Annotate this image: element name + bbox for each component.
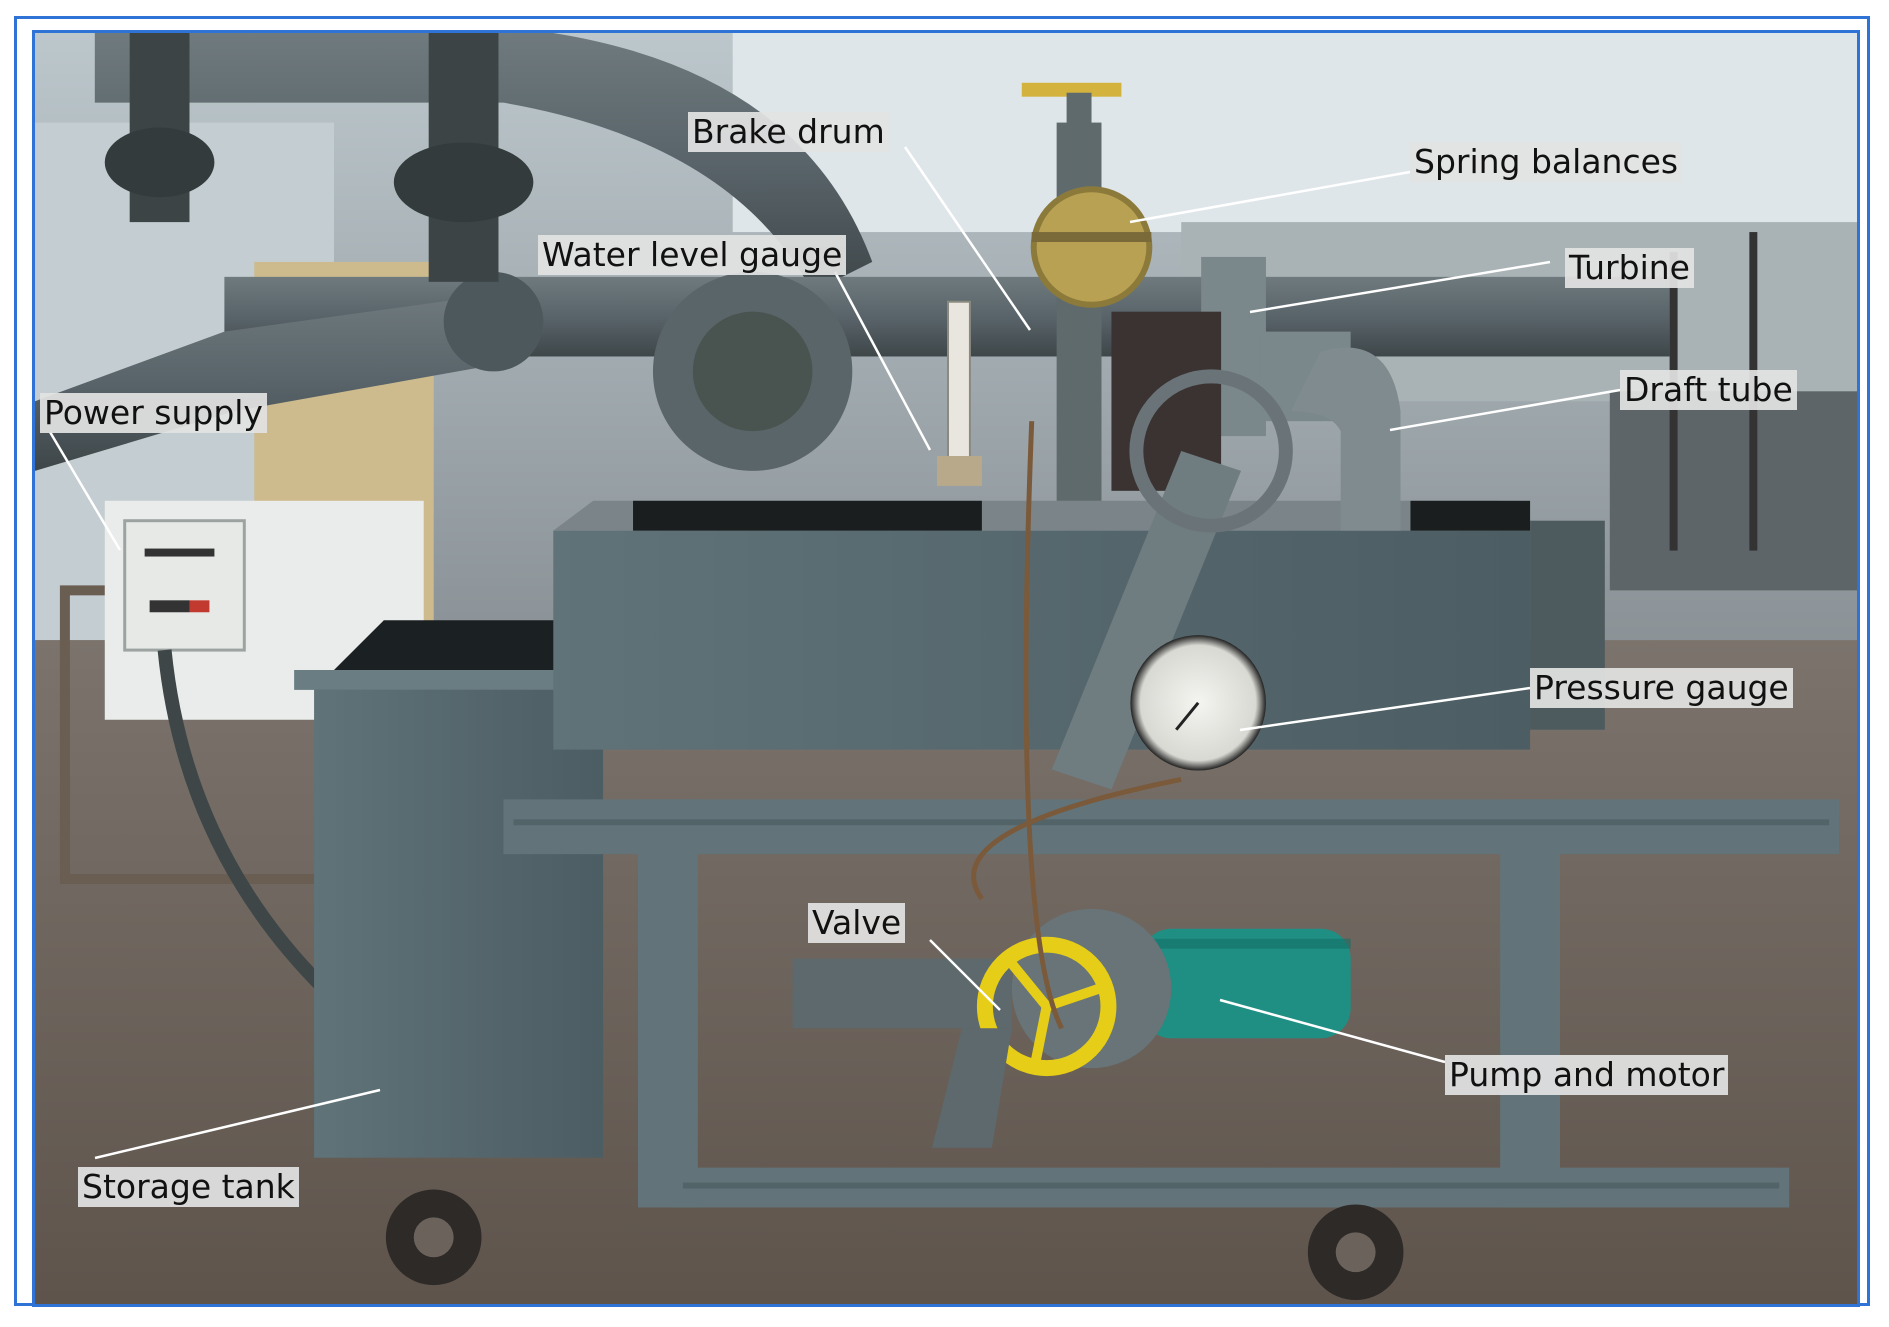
label-spring-balances: Spring balances <box>1410 142 1683 182</box>
label-valve: Valve <box>808 903 906 943</box>
label-water-level-gauge: Water level gauge <box>538 235 847 275</box>
label-storage-tank: Storage tank <box>78 1167 299 1207</box>
label-draft-tube: Draft tube <box>1620 370 1797 410</box>
label-turbine: Turbine <box>1565 248 1694 288</box>
label-brake-drum: Brake drum <box>688 112 889 152</box>
label-power-supply: Power supply <box>40 393 267 433</box>
label-pressure-gauge: Pressure gauge <box>1530 668 1793 708</box>
label-pump-and-motor: Pump and motor <box>1445 1055 1729 1095</box>
